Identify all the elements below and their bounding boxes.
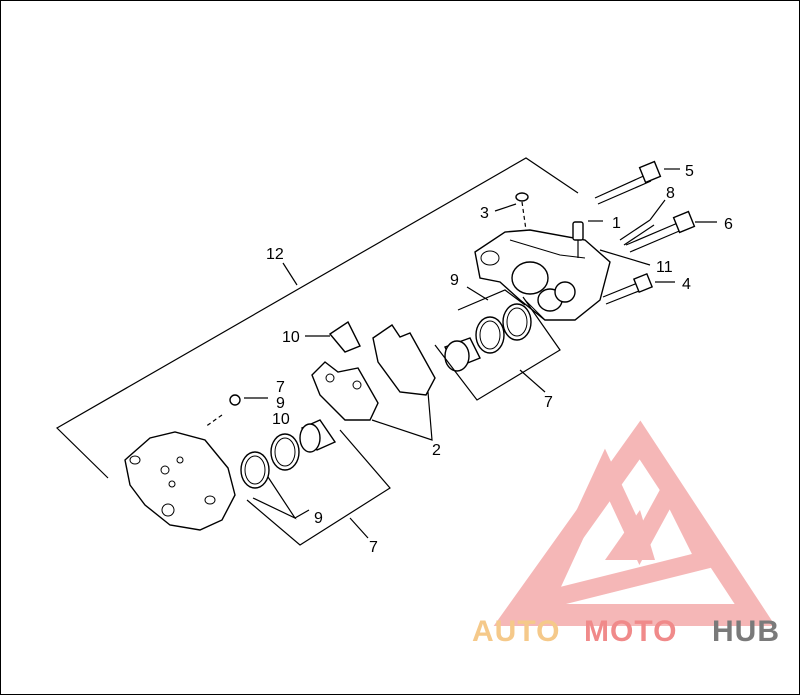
watermark-auto: AUTO — [472, 615, 560, 648]
bleeder-valve-1 — [572, 220, 603, 258]
bolt-6 — [625, 210, 717, 253]
callout-10-lower: 10 — [272, 411, 290, 428]
callout-11: 11 — [656, 259, 673, 276]
callout-7-lower-bleeder: 7 — [276, 379, 285, 396]
washer-3 — [494, 192, 529, 231]
caliper-housing-inner — [474, 229, 611, 321]
callout-5: 5 — [685, 163, 694, 180]
callout-3: 3 — [480, 205, 489, 222]
callout-4: 4 — [682, 276, 691, 293]
callout-10-spring: 10 — [282, 329, 300, 346]
callout-9-lower-bleeder: 9 — [276, 395, 285, 412]
group-12-bracket — [56, 157, 579, 479]
callout-6: 6 — [724, 216, 733, 233]
callout-8: 8 — [666, 185, 675, 202]
brake-pad-inner — [311, 361, 379, 421]
upper-piston-seals — [434, 286, 561, 401]
callout-9-upper: 9 — [450, 272, 459, 289]
watermark-moto: MOTO — [584, 615, 677, 648]
lower-bleeder — [204, 394, 268, 428]
watermark-text: AUTO MOTO HUB — [472, 615, 780, 648]
fitting-8 — [619, 199, 666, 246]
callout-2: 2 — [432, 442, 441, 459]
brake-pad-outer — [372, 324, 436, 396]
callout-1: 1 — [612, 215, 621, 232]
lower-piston-seals — [240, 419, 391, 546]
callout-9-lower: 9 — [314, 510, 323, 527]
callout-7-upper: 7 — [544, 394, 553, 411]
callout-12: 12 — [266, 246, 284, 263]
caliper-housing-outer — [124, 431, 236, 531]
watermark-hub: HUB — [712, 615, 780, 648]
leader-11 — [599, 249, 651, 266]
leader-2 — [371, 391, 433, 441]
bolt-5 — [594, 160, 680, 205]
callout-7-lower: 7 — [369, 539, 378, 556]
bolt-4 — [602, 272, 675, 305]
pad-spring-10 — [305, 320, 361, 353]
watermark-logo — [493, 420, 776, 626]
